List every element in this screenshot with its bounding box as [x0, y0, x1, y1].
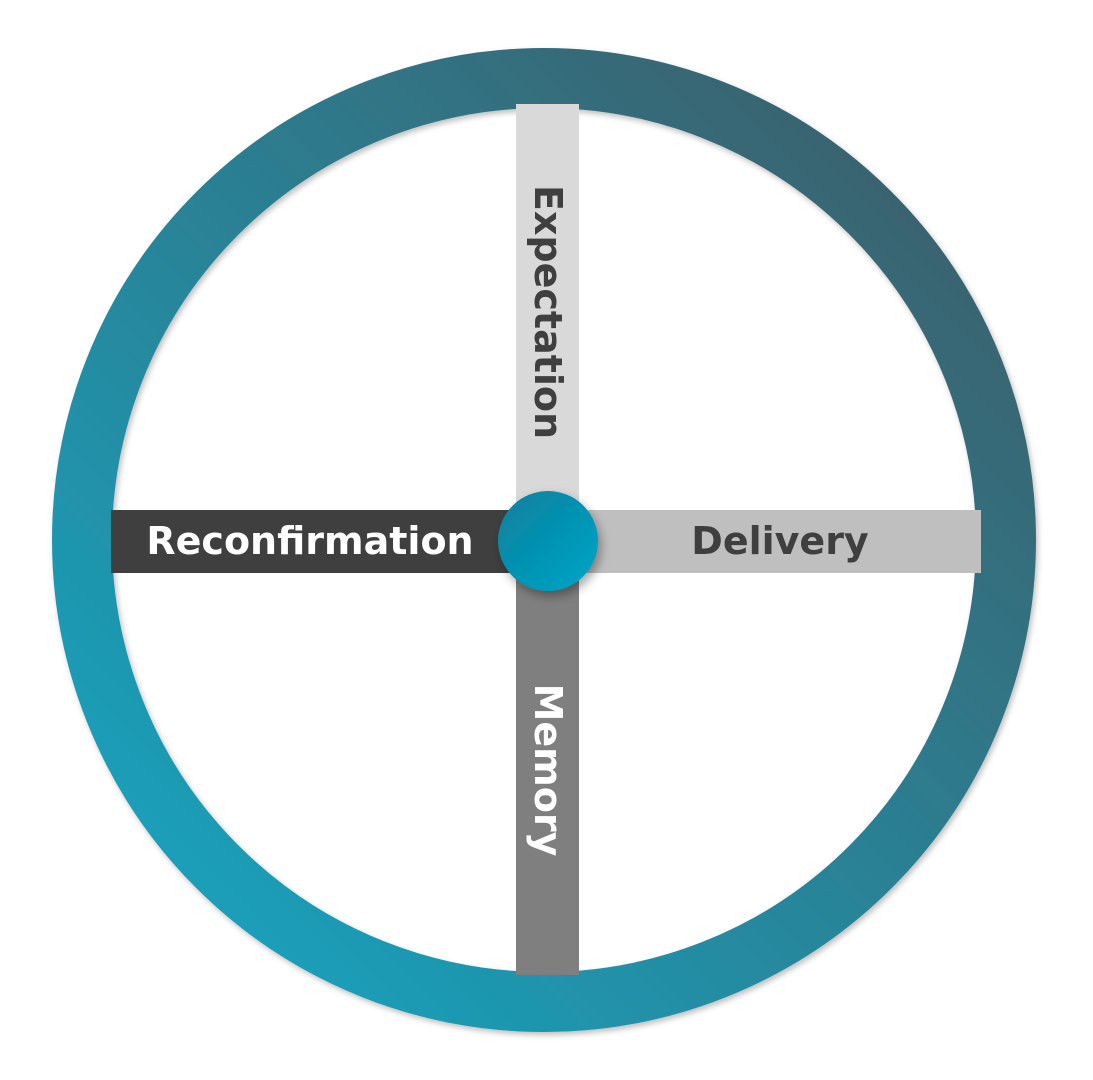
outer-ring: [52, 48, 1036, 1032]
label-memory: Memory: [526, 684, 570, 857]
spoke-bottom-memory: [516, 541, 579, 975]
label-delivery: Delivery: [691, 519, 869, 563]
label-reconfirmation: Reconfirmation: [146, 519, 473, 563]
spoke-left-reconfirmation: [111, 510, 548, 573]
spoke-right-delivery: [548, 510, 981, 573]
spoke-top-expectation: [516, 104, 579, 541]
label-expectation: Expectation: [526, 185, 570, 439]
center-hub: [498, 491, 598, 591]
